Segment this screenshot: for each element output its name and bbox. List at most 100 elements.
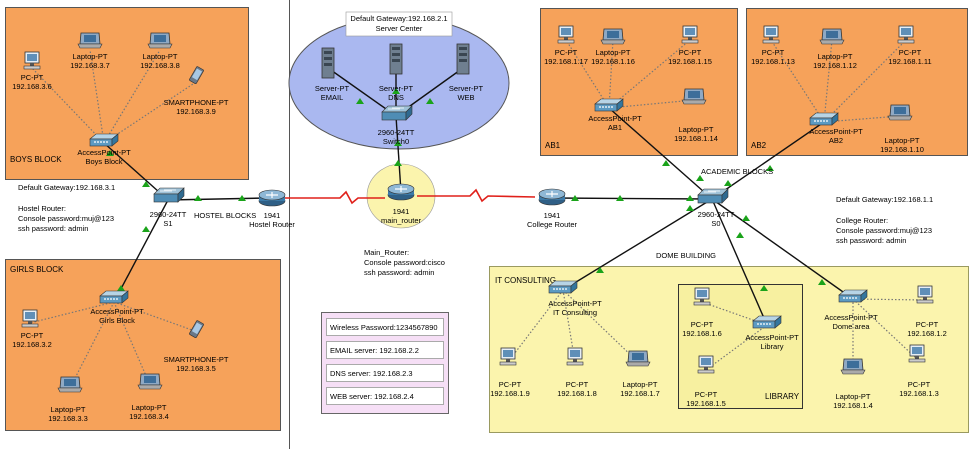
dome-laptop-icon[interactable]	[840, 358, 866, 375]
s1-switch-icon[interactable]	[153, 187, 185, 203]
hostel-router-note-1: Hostel Router:	[18, 204, 66, 213]
hostel-router-icon[interactable]	[258, 189, 286, 207]
server-center-label-box	[345, 11, 453, 37]
boys-laptop1-icon[interactable]	[77, 32, 103, 49]
ab1-pc1-icon[interactable]	[557, 25, 575, 44]
s0-switch-icon[interactable]	[697, 188, 729, 204]
hostel-router-note-3: ssh password: admin	[18, 224, 89, 233]
hostel-gateway-note: Default Gateway:192.168.3.1	[18, 183, 116, 192]
boys-pc-icon[interactable]	[23, 51, 41, 70]
girls-pc-icon[interactable]	[21, 309, 39, 328]
ab2-access-point-icon[interactable]	[809, 112, 839, 126]
it-pc2-icon[interactable]	[566, 347, 584, 366]
ab2-laptop1-icon[interactable]	[819, 28, 845, 45]
zone-ab2	[746, 8, 968, 156]
zone-ab2-title: AB2	[751, 141, 767, 150]
web-server-row: WEB server: 192.168.2.4	[326, 387, 444, 405]
dns-server-icon[interactable]	[389, 43, 403, 75]
hostel-router-note-2: Console password:muj@123	[18, 214, 114, 223]
switch0-icon[interactable]	[381, 105, 413, 121]
ab1-laptop2-icon[interactable]	[681, 88, 707, 105]
main-router-icon[interactable]	[387, 183, 415, 201]
dome-building-label: DOME BUILDING	[656, 251, 717, 260]
dome-pc2-icon[interactable]	[908, 344, 926, 363]
zone-boys-block	[5, 7, 249, 180]
library-access-point-icon[interactable]	[752, 315, 782, 329]
ab1-access-point-icon[interactable]	[594, 98, 624, 112]
boys-access-point-icon[interactable]	[89, 133, 119, 147]
wireless-links	[29, 39, 926, 389]
girls-access-point-icon[interactable]	[99, 290, 129, 304]
academic-blocks-label: ACADEMIC BLOCKS	[701, 167, 774, 176]
dome-pc1-icon[interactable]	[916, 285, 934, 304]
main-router-note-3: ssh password: admin	[364, 268, 435, 277]
zone-girls-block	[5, 259, 281, 431]
email-server-icon[interactable]	[321, 47, 335, 79]
zone-library-title: LIBRARY	[765, 392, 800, 401]
panel-divider	[289, 0, 290, 449]
zone-boys-block-title: BOYS BLOCK	[10, 155, 62, 164]
it-pc1-icon[interactable]	[499, 347, 517, 366]
girls-laptop1-icon[interactable]	[57, 376, 83, 393]
it-access-point-icon[interactable]	[548, 280, 578, 294]
college-router-note-1: College Router:	[836, 216, 889, 225]
college-router-note-3: ssh password: admin	[836, 236, 907, 245]
main-router-note-2: Console password:cisco	[364, 258, 445, 267]
college-router-note-2: Console password:muj@123	[836, 226, 932, 235]
college-router-icon[interactable]	[538, 188, 566, 206]
ab1-laptop1-icon[interactable]	[600, 28, 626, 45]
zone-it-consulting-title: IT CONSULTING	[495, 276, 557, 285]
ab2-laptop2-icon[interactable]	[887, 104, 913, 121]
library-pc2-icon[interactable]	[697, 355, 715, 374]
web-server-icon[interactable]	[456, 43, 470, 75]
boys-smartphone-icon[interactable]	[188, 65, 205, 85]
boys-laptop2-icon[interactable]	[147, 32, 173, 49]
it-laptop-icon[interactable]	[625, 350, 651, 367]
girls-laptop2-icon[interactable]	[137, 373, 163, 390]
link-status-indicators	[106, 88, 826, 291]
ab2-pc2-icon[interactable]	[897, 25, 915, 44]
library-pc1-icon[interactable]	[693, 287, 711, 306]
dome-access-point-icon[interactable]	[838, 289, 868, 303]
ab2-pc1-icon[interactable]	[762, 25, 780, 44]
password-info-box: Wireless Password:1234567890 EMAIL serve…	[321, 312, 449, 414]
wireless-password-row: Wireless Password:1234567890	[326, 318, 444, 336]
ab1-pc2-icon[interactable]	[681, 25, 699, 44]
college-gateway-note: Default Gateway:192.168.1.1	[836, 195, 934, 204]
server-center-title: Server Center	[375, 24, 423, 33]
email-server-row: EMAIL server: 192.168.2.2	[326, 341, 444, 359]
